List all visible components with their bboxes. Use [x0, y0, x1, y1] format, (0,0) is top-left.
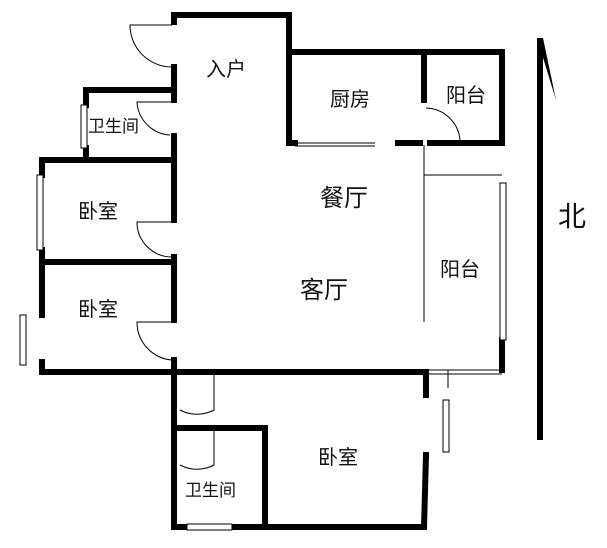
label-bedroom-3: 卧室 [318, 445, 358, 469]
label-bathroom-bottom: 卫生间 [185, 481, 236, 501]
label-balcony-top: 阳台 [446, 83, 486, 107]
north-label: 北 [558, 200, 586, 233]
label-living: 客厅 [300, 276, 348, 304]
label-bedroom-2: 卧室 [78, 297, 118, 321]
windows [19, 104, 507, 531]
walls [39, 12, 505, 530]
doors [129, 24, 461, 470]
north-arrow-head [537, 38, 556, 100]
label-balcony-right: 阳台 [440, 257, 480, 281]
label-bathroom-top: 卫生间 [88, 117, 139, 137]
label-entry: 入户 [206, 57, 246, 81]
thin-lines [295, 142, 502, 388]
room-labels: 入户 厨房 阳台 卫生间 卧室 餐厅 客厅 阳台 卧室 卧室 卫生间 北 [78, 57, 586, 501]
label-kitchen: 厨房 [330, 87, 370, 111]
label-bedroom-1: 卧室 [78, 199, 118, 223]
label-dining: 餐厅 [320, 184, 368, 212]
north-arrow [537, 38, 556, 440]
